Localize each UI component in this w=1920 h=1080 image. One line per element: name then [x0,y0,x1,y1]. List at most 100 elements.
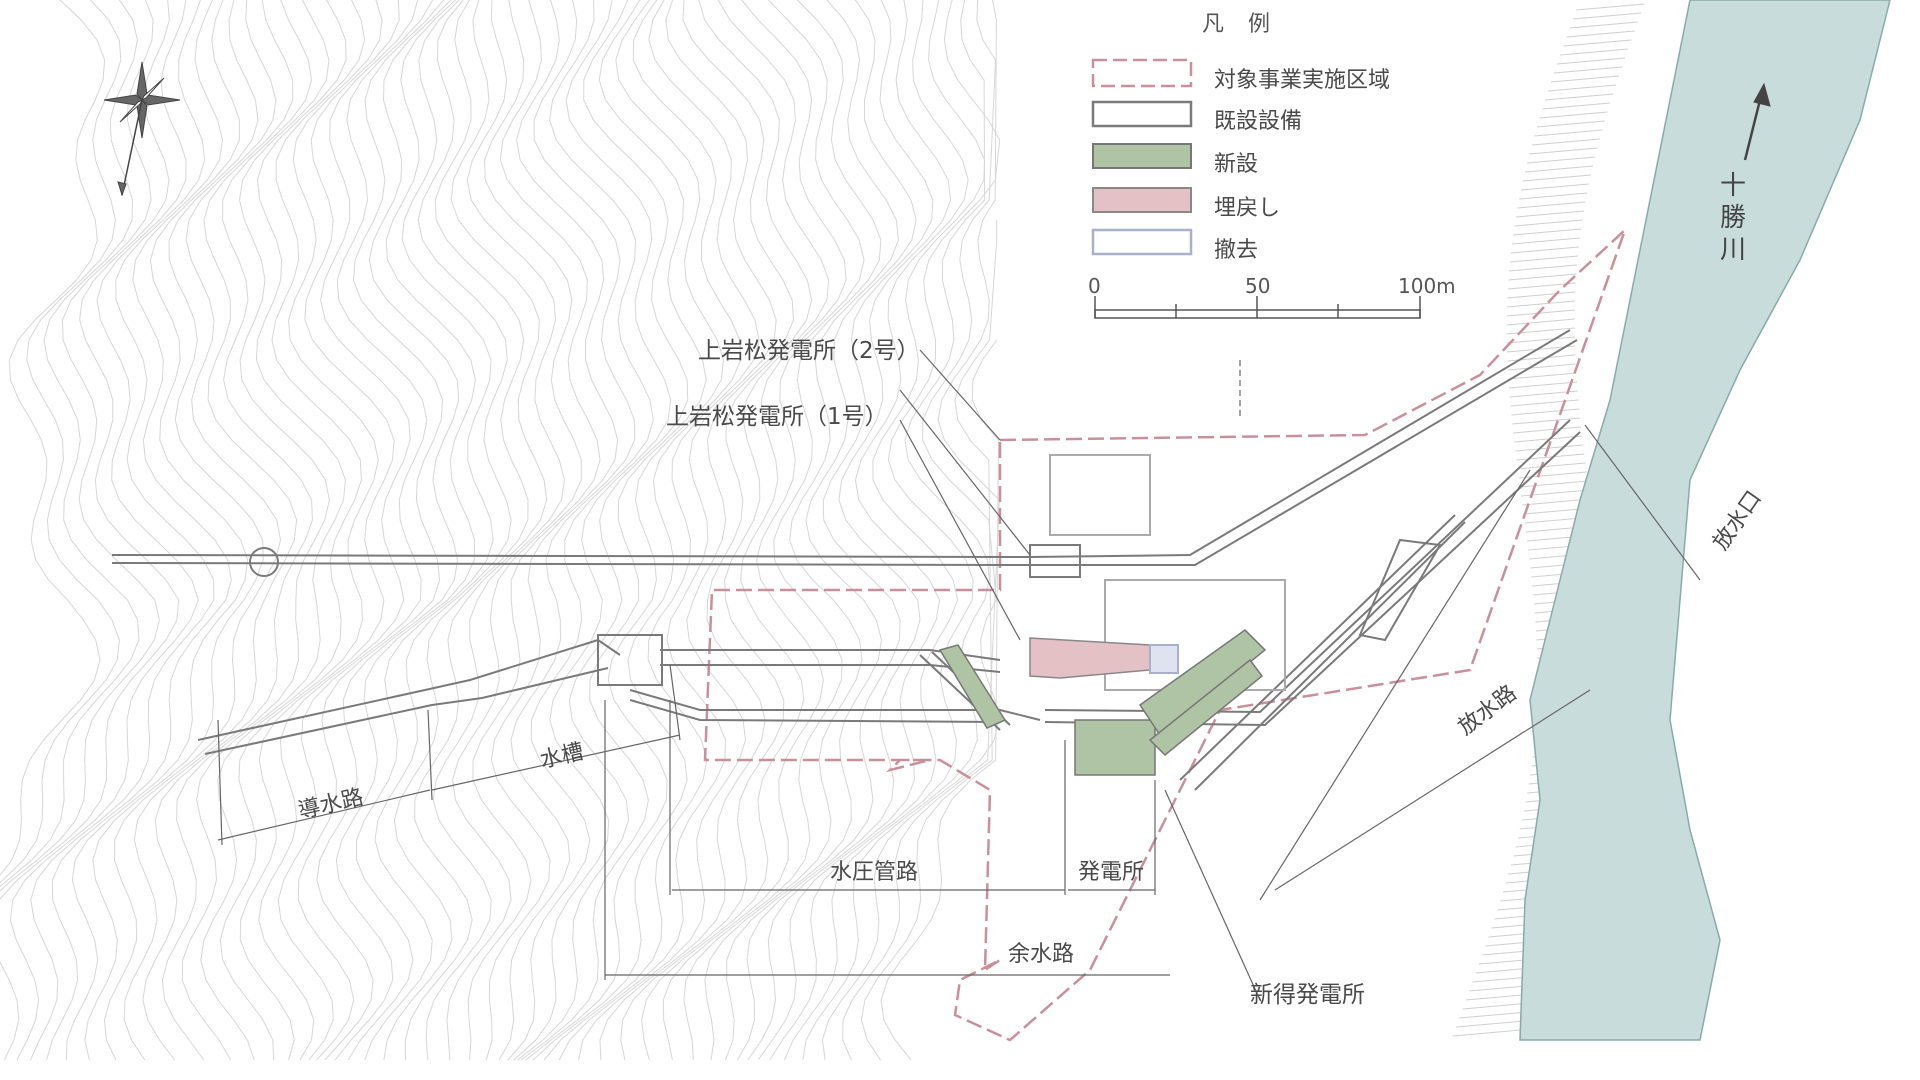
bank-hatch-line [1524,165,1594,173]
contour-line [0,0,180,1061]
scale-bar [1094,296,1421,319]
legend-label: 対象事業実施区域 [1214,68,1391,93]
bank-hatch-line [1539,111,1608,119]
scale-label-end: 100m [1398,274,1456,298]
compass-rose-icon [103,61,181,197]
legend-label: 撤去 [1214,238,1259,263]
contour-line [334,0,476,1061]
bank-hatch-line [1510,399,1579,407]
bank-hatch-line [1545,93,1614,101]
label-penstock: 水圧管路 [830,860,919,885]
contour-line [736,0,934,1061]
legend-title: 凡例 [1202,12,1295,37]
bank-hatch-line [1515,210,1584,218]
bank-hatch-line [1507,363,1576,371]
contour-line [0,0,106,876]
legend: 凡例 対象事業実施区域 既設設備 新設 埋戻し 撤去 [1090,0,1450,330]
bank-hatch-line [1569,21,1638,29]
contour-line [277,0,434,1061]
contour-line [0,0,140,887]
contour-line [860,220,998,1061]
tokachi-river [1519,0,1891,1041]
contour-line [9,0,199,1061]
bank-hatch-line [1550,75,1619,83]
contour-line [704,0,899,1061]
bank-hatch-line [1547,84,1617,92]
bank-hatch-line [1507,282,1576,290]
contour-line [316,0,460,1061]
contour-line [239,0,400,1061]
terrain-contours [0,0,1001,1061]
backfill-area [1029,637,1151,679]
bank-hatch-line [1452,1029,1521,1037]
contour-line [513,0,672,1061]
contour-line [142,0,313,1061]
bank-hatch-line [1573,12,1642,20]
scale-label-start: 0 [1088,274,1101,298]
bank-hatch-line [1518,471,1587,479]
label-plant-2: 上岩松発電所（2号） [698,338,920,364]
bank-hatch-line [1534,129,1603,137]
bank-hatch-line [1527,156,1596,164]
bank-hatch-line [1560,48,1629,56]
bank-hatch-line [1511,237,1580,245]
contour-line [683,0,882,1061]
bank-hatch-line [1511,408,1580,416]
contour-line [258,0,419,1061]
bank-hatch-line [1519,192,1588,200]
bank-hatch-line [1556,57,1626,65]
bank-hatch-line [1508,372,1577,380]
bank-hatch-line [1520,183,1590,191]
bank-hatch-line [1512,417,1581,425]
contour-line [446,0,582,1061]
legend-label: 新設 [1214,152,1259,177]
new-facilities [938,629,1267,776]
label-powerhouse: 発電所 [1078,860,1145,885]
bank-hatch-line [1507,291,1576,299]
bank-hatch-line [1566,30,1635,38]
bank-hatch-line [1529,147,1598,155]
bank-hatch-line [1553,66,1623,74]
contour-line [498,0,636,1061]
removal-area [1149,644,1179,674]
bank-hatch-line [1506,336,1575,344]
bank-hatch-line [1522,498,1591,506]
contour-line [507,0,654,1061]
bank-hatch-line [1513,228,1582,236]
contour-line [532,0,742,1061]
contour-line [46,0,232,1061]
contour-line [578,0,795,1061]
bank-hatch-line [1508,273,1577,281]
existing-facilities [111,329,1581,791]
bank-hatch-line [1513,426,1582,434]
contour-line [725,0,917,1061]
contour-line [485,0,619,1061]
contour-line [543,0,760,1061]
contour-line [347,0,494,1061]
bank-hatch-line [1517,462,1586,470]
contour-line [84,0,264,1061]
label-spillway: 余水路 [1008,942,1075,967]
legend-graphics [1091,58,1421,319]
contour-line [181,0,347,1061]
bank-hatch-line [1542,102,1611,110]
bank-hatch-line [1522,174,1591,182]
contour-line [662,0,865,1061]
contour-line [200,0,366,1061]
contour-line [0,0,160,892]
bank-hatch-line [1514,219,1583,227]
contour-line [769,0,986,1061]
bank-hatch-line [1536,120,1605,128]
project-boundary [703,229,1627,1042]
contour-line [599,0,813,1061]
contour-line [558,0,777,1061]
contour-line [219,0,383,1061]
bank-hatch-line [1508,381,1578,389]
contour-line [123,0,298,1061]
contour-line [30,0,215,1061]
contour-line [821,0,1000,1061]
contour-line [620,0,830,1061]
bank-hatch-line [1514,435,1583,443]
bank-hatch-line [1506,300,1576,308]
